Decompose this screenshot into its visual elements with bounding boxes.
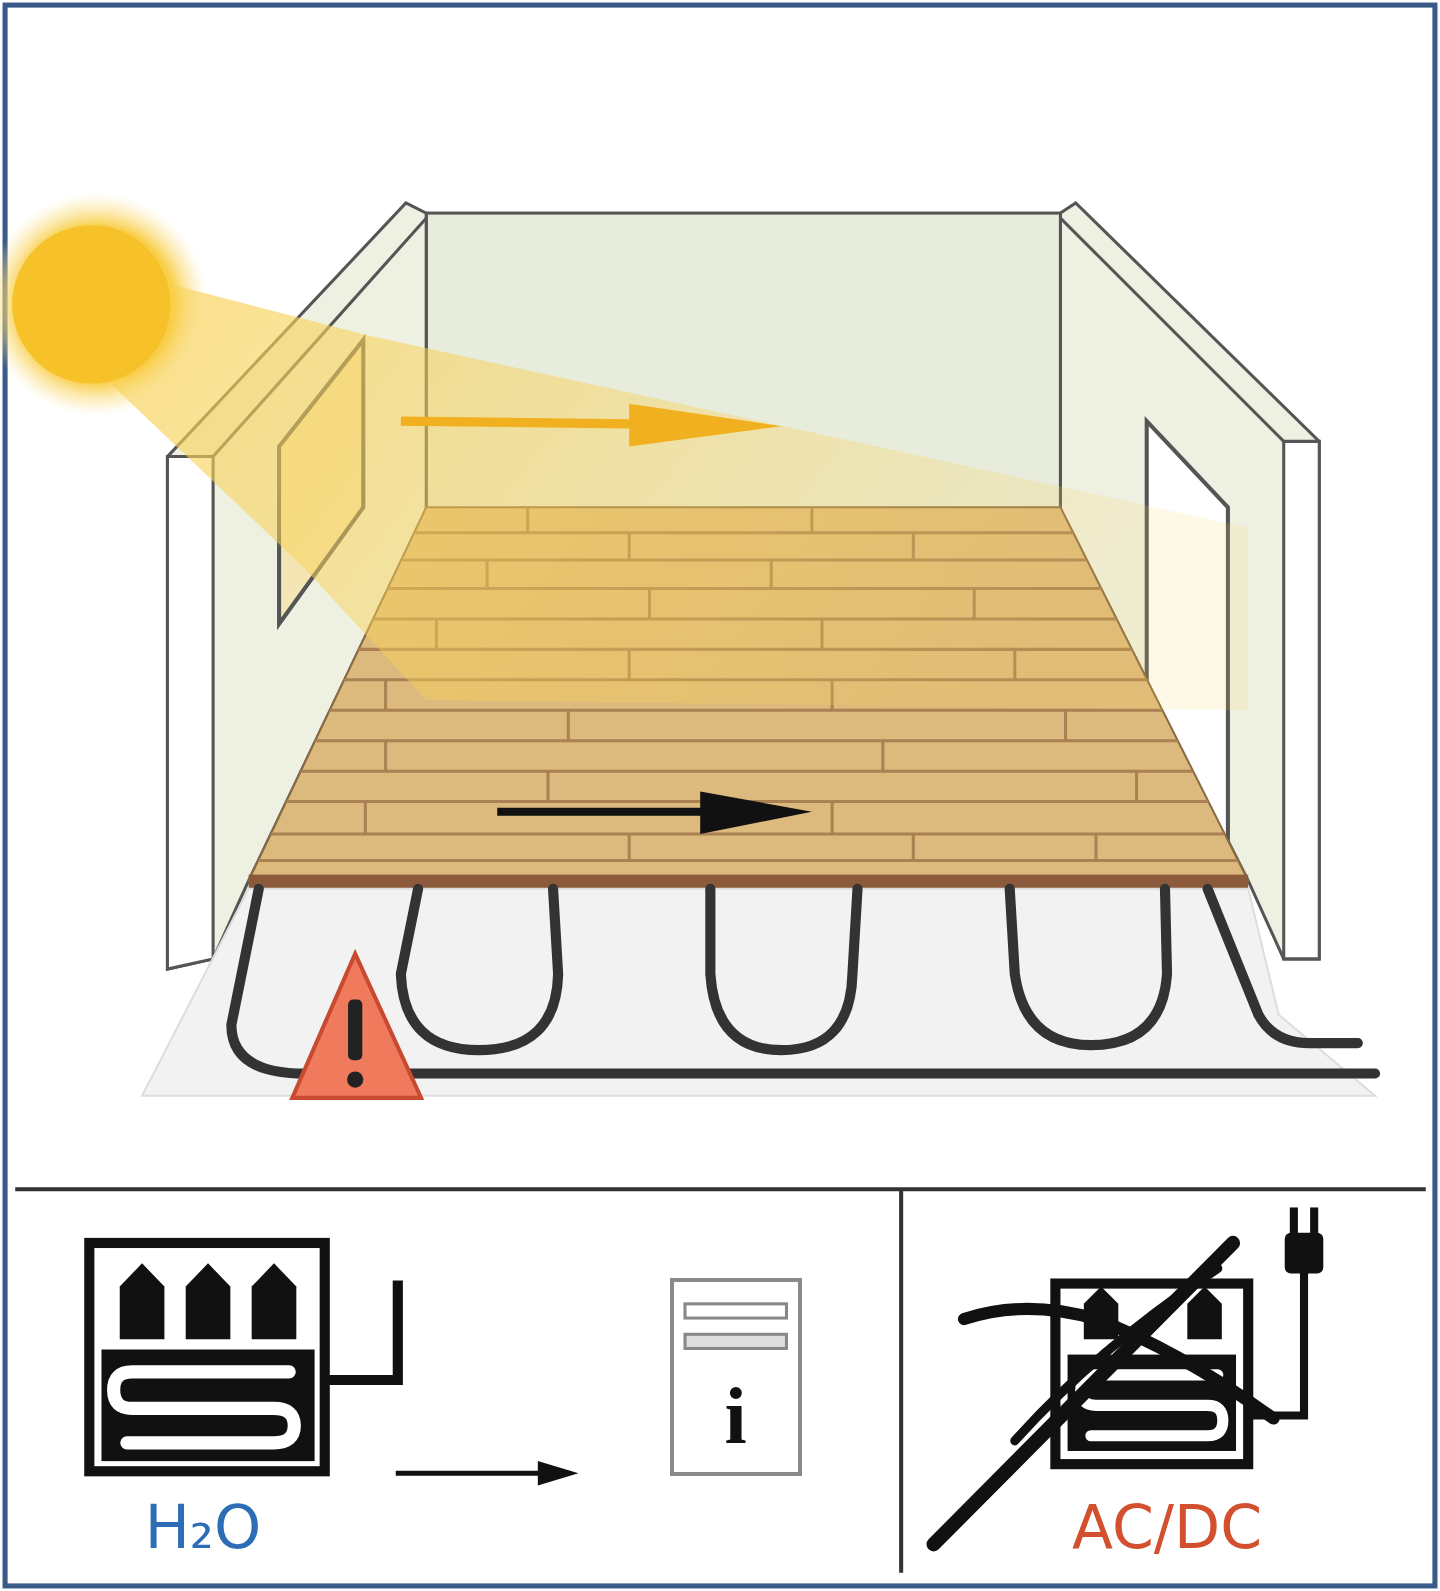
power-label: AC/DC [1072, 1494, 1262, 1560]
sun [0, 193, 208, 416]
heat-arrow [497, 808, 720, 816]
frame [5, 5, 1435, 1586]
water-label: H₂O [145, 1494, 261, 1560]
sun-arrow [401, 421, 650, 424]
info-letter: i [725, 1372, 747, 1460]
flow-arrow [396, 1471, 543, 1476]
divider [899, 1189, 903, 1573]
info-box: i [670, 1278, 802, 1476]
floor-edge [249, 875, 1249, 889]
water-heater-icon [89, 1243, 397, 1471]
sun-beam [91, 264, 1248, 710]
heating-pipe [231, 889, 1375, 1074]
divider [15, 1187, 1426, 1191]
warning-sign [292, 954, 421, 1098]
